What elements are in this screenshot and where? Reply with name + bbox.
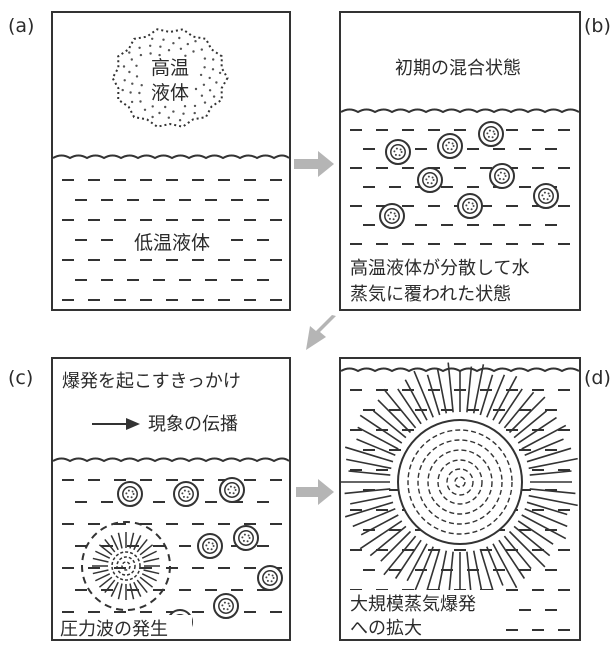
hot-droplet: [233, 525, 259, 551]
panel-a-hot-liquid-blob: [111, 28, 229, 128]
panel-d-caption-bg: [346, 590, 506, 638]
panel-c-pressure-wave: [81, 521, 171, 611]
hot-droplet: [437, 133, 463, 159]
panel-b-caption-bg: [346, 252, 574, 308]
arrow-a-to-b: [294, 151, 334, 177]
panel-c-droplets: [117, 477, 283, 635]
panel-b-title: 初期の混合状態: [395, 58, 521, 79]
panel-c-liquid-surface: [52, 457, 290, 463]
panel-b-droplets: [379, 121, 559, 229]
panel-c-frame: [51, 357, 291, 641]
panel-a-cold-liquid-label: 低温液体: [134, 232, 210, 254]
hot-droplet: [257, 565, 283, 591]
panel-b-caption-1: 高温液体が分散して水: [350, 258, 529, 279]
arrow-b-to-c: [306, 315, 336, 350]
panel-c-caption-bg: [56, 615, 192, 639]
panel-d-frame: [339, 357, 581, 641]
panel-a-frame: [51, 11, 291, 311]
panel-c-legend-arrow: [92, 418, 140, 430]
panel-d-label: (d): [584, 367, 611, 389]
panel-a-liquid-surface: [52, 154, 290, 160]
hot-droplet: [457, 193, 483, 219]
panel-b-label: (b): [584, 15, 611, 37]
panel-a-hot-liquid-label-1: 高温: [151, 57, 189, 79]
panel-d-caption-2: への拡大: [350, 618, 422, 639]
panel-d-caption-1: 大規模蒸気爆発: [350, 594, 476, 615]
panel-c-legend-text: 現象の伝播: [148, 414, 238, 435]
hot-droplet: [213, 593, 239, 619]
hot-droplet: [197, 533, 223, 559]
panel-d-explosion-burst: [340, 362, 578, 602]
hot-droplet: [417, 167, 443, 193]
hot-droplet: [379, 203, 405, 229]
hot-droplet: [117, 481, 143, 507]
hot-droplet: [489, 163, 515, 189]
panel-c-pressure-wave-label: 圧力波の発生: [60, 619, 168, 640]
panel-a-cold-liquid-hatching: [62, 179, 282, 301]
panel-a-cold-label-bg: [120, 228, 230, 256]
hot-droplet: [533, 183, 559, 209]
panel-a-label: (a): [8, 15, 34, 37]
panel-b-frame: [339, 11, 581, 311]
panel-b-caption-2: 蒸気に覆われた状態: [350, 284, 511, 305]
hot-droplet: [385, 139, 411, 165]
panel-b-liquid-surface: [340, 108, 580, 114]
panel-c-trigger-text: 爆発を起こすきっかけ: [62, 371, 241, 392]
panel-c-label: (c): [8, 367, 33, 389]
hot-droplet: [219, 477, 245, 503]
hot-droplet: [173, 481, 199, 507]
panel-a-hot-liquid-label-2: 液体: [151, 82, 189, 104]
arrow-c-to-d: [296, 479, 334, 505]
hot-droplet: [478, 121, 504, 147]
